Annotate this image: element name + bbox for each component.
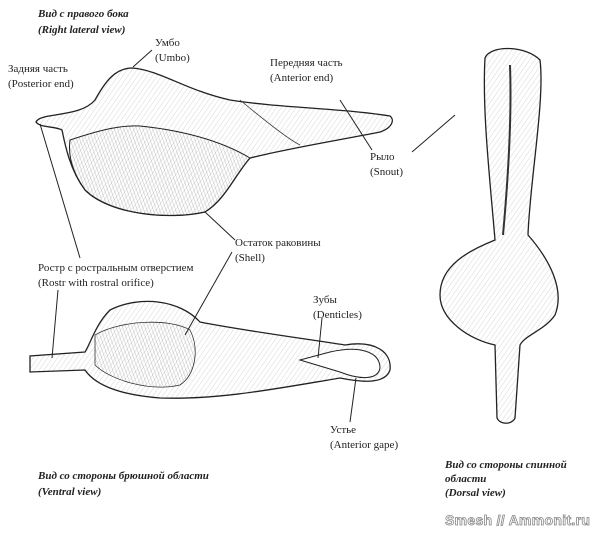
leader-lines: [39, 49, 456, 423]
title-ru-line1: Вид со стороны спинной: [445, 459, 567, 471]
title-ru-line2: области: [445, 473, 487, 485]
label-en: (Anterior end): [270, 72, 334, 84]
dorsal-view-title: Вид со стороны спинной области (Dorsal v…: [445, 458, 567, 500]
watermark: Smesh // Ammonit.ru: [445, 512, 591, 529]
label-en: (Shell): [235, 252, 265, 264]
label-en: (Anterior gape): [330, 439, 399, 451]
label-ru: Ростр с ростральным отверстием: [38, 262, 194, 274]
title-en: (Ventral view): [38, 486, 102, 498]
label-ru: Рыло: [370, 151, 395, 163]
label-en: (Posterior end): [8, 78, 74, 90]
label-ru: Задняя часть: [8, 63, 68, 75]
label-rostr: Ростр с ростральным отверстием (Rostr wi…: [38, 261, 194, 291]
label-shell: Остаток раковины (Shell): [235, 236, 321, 266]
lateral-view-title: Вид с правого бока (Right lateral view): [38, 6, 129, 38]
label-anterior-end: Передняя часть (Anterior end): [270, 56, 343, 86]
label-en: (Snout): [370, 166, 403, 178]
label-ru: Умбо: [155, 37, 180, 49]
title-en: (Right lateral view): [38, 24, 126, 36]
title-ru: Вид с правого бока: [38, 8, 129, 20]
label-ru: Устье: [330, 424, 357, 436]
ventral-view-drawing: [29, 300, 391, 399]
label-ru: Остаток раковины: [235, 237, 321, 249]
label-ru: Передняя часть: [270, 57, 343, 69]
title-en: (Dorsal view): [445, 487, 506, 499]
label-ru: Зубы: [313, 294, 337, 306]
lateral-view-drawing: [35, 67, 393, 217]
label-posterior-end: Задняя часть (Posterior end): [8, 62, 74, 92]
dorsal-view-drawing: [439, 47, 559, 424]
title-ru: Вид со стороны брюшной области: [38, 470, 209, 482]
label-en: (Rostr with rostral orifice): [38, 277, 154, 289]
label-umbo: Умбо (Umbo): [155, 36, 190, 66]
label-en: (Denticles): [313, 309, 362, 321]
ventral-view-title: Вид со стороны брюшной области (Ventral …: [38, 468, 209, 500]
label-denticles: Зубы (Denticles): [313, 293, 362, 323]
label-anterior-gape: Устье (Anterior gape): [330, 423, 398, 453]
label-snout: Рыло (Snout): [370, 150, 403, 180]
label-en: (Umbo): [155, 52, 190, 64]
